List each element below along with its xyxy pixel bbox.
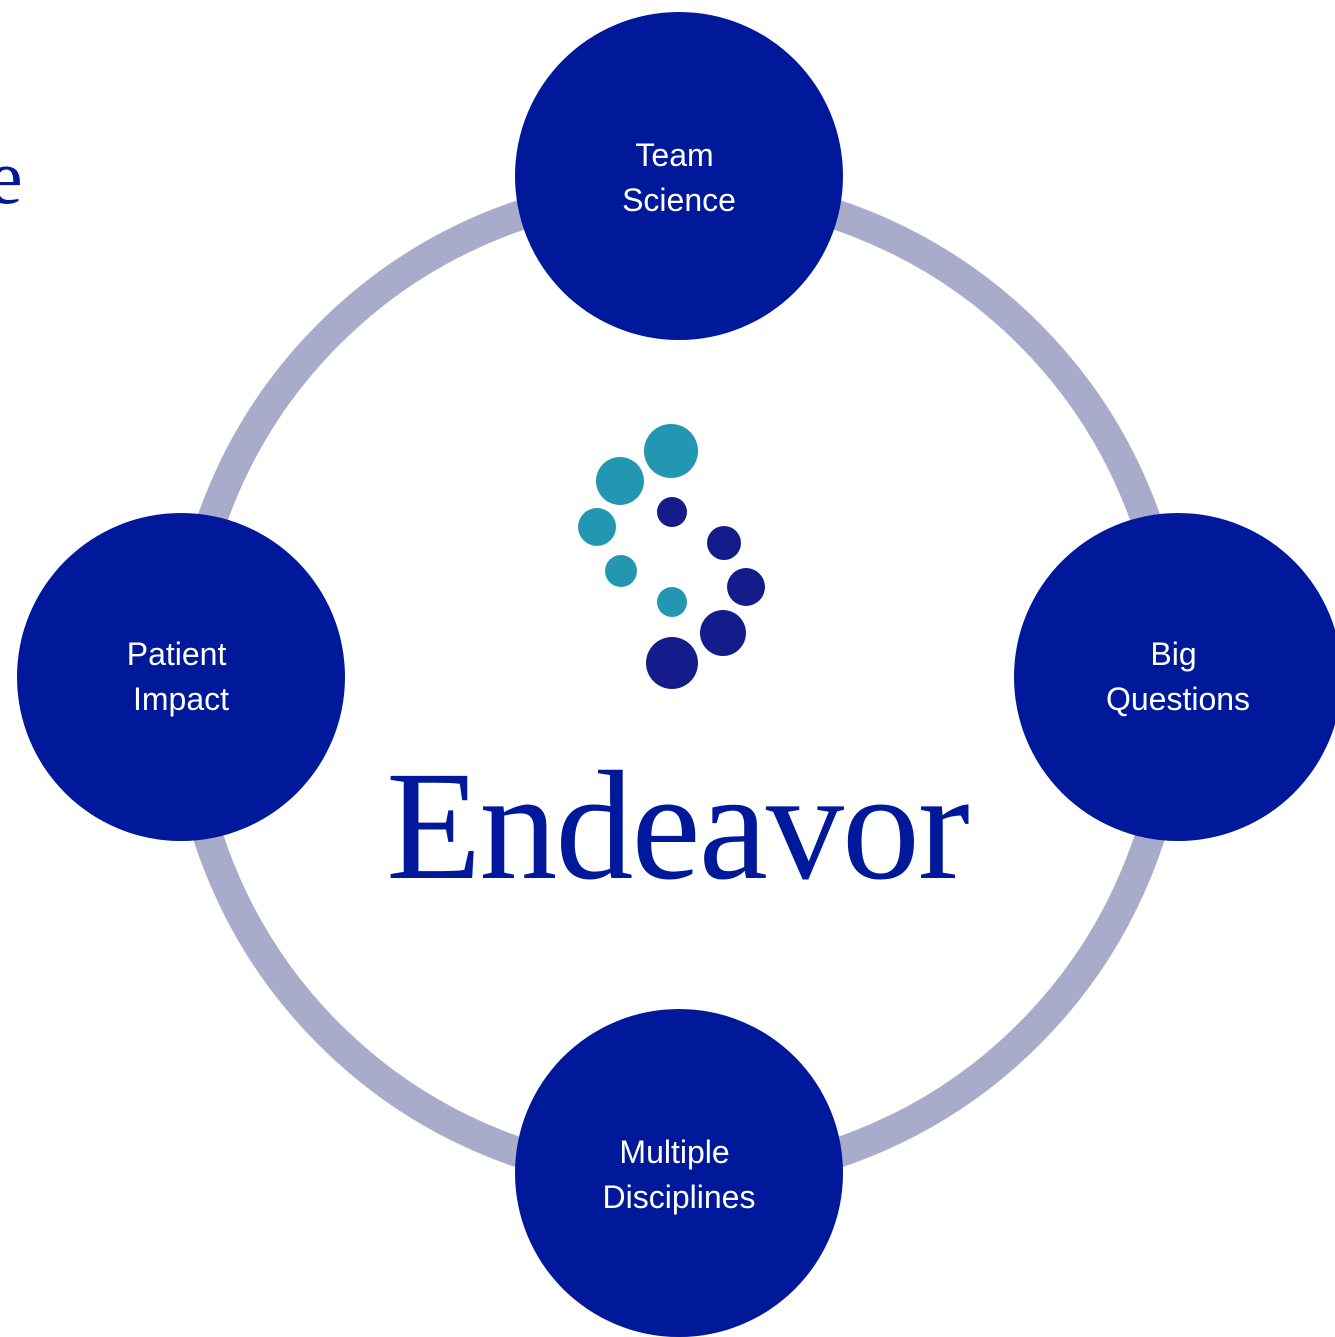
logo-dot xyxy=(644,424,698,478)
logo-dot xyxy=(727,568,765,606)
node-circle xyxy=(1014,513,1335,841)
node-circle xyxy=(515,12,843,340)
node-circle xyxy=(515,1009,843,1337)
node-label: Big xyxy=(1150,636,1196,672)
node-label: Team xyxy=(635,137,713,173)
node-label: Science xyxy=(622,182,736,218)
logo-dot xyxy=(700,610,746,656)
logo-dot xyxy=(605,555,637,587)
logo-dot xyxy=(596,457,644,505)
node-big-questions: Big Questions xyxy=(1014,513,1335,841)
svg-text:Multiple Disciplines: Multiple Disciplines xyxy=(603,1134,756,1215)
logo-dot xyxy=(646,637,698,689)
node-label: Questions xyxy=(1106,681,1250,717)
svg-text:Big Questions: Big Questions xyxy=(1106,636,1250,717)
svg-text:Patient Impact: Patient Impact xyxy=(127,636,236,717)
svg-text:Team Science: Team Science xyxy=(622,137,736,218)
node-circle xyxy=(17,513,345,841)
logo-dot xyxy=(707,526,741,560)
brand-wordmark: Endeavor xyxy=(386,739,969,912)
node-label: Impact xyxy=(133,681,229,717)
endeavor-dots-icon xyxy=(578,424,765,689)
logo-dot xyxy=(578,508,616,546)
logo-dot xyxy=(657,587,687,617)
partial-title-glyph: e xyxy=(0,133,23,220)
node-team-science: Team Science xyxy=(515,12,843,340)
node-label: Patient xyxy=(127,636,227,672)
node-label: Disciplines xyxy=(603,1179,756,1215)
node-multiple-disciplines: Multiple Disciplines xyxy=(515,1009,843,1337)
node-label: Multiple xyxy=(619,1134,729,1170)
node-patient-impact: Patient Impact xyxy=(17,513,345,841)
logo-dot xyxy=(657,497,687,527)
